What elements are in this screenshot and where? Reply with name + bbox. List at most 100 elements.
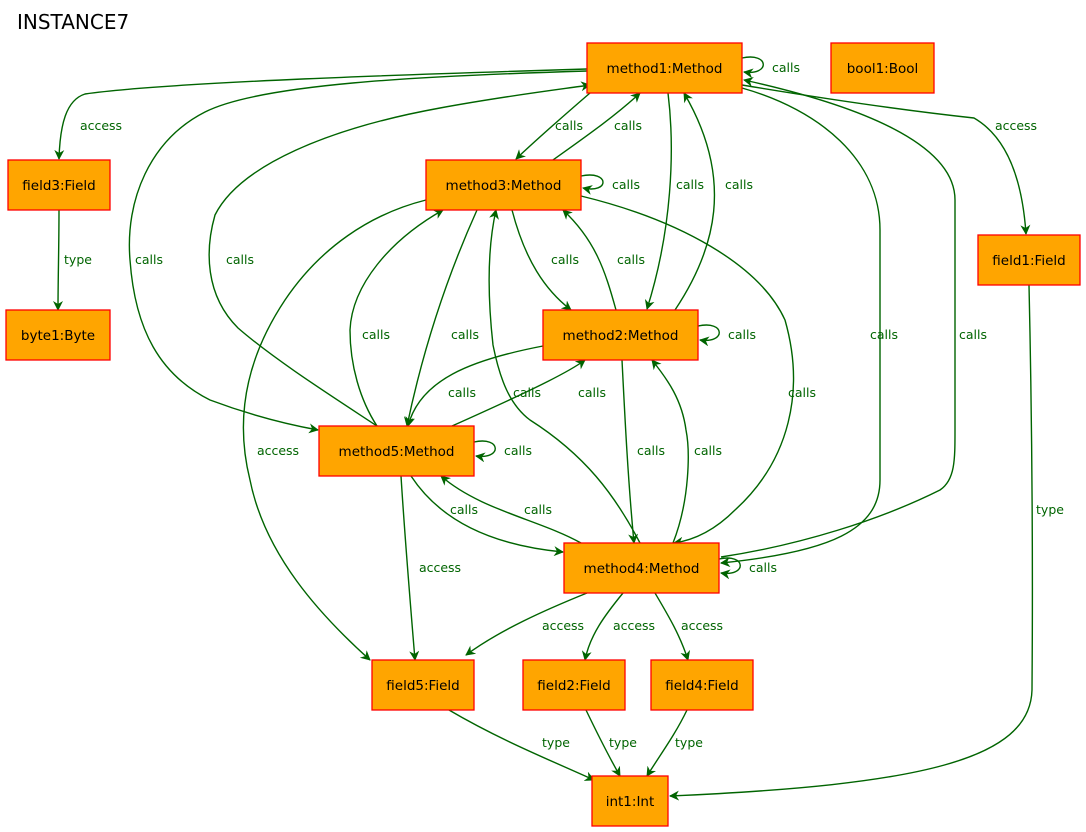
- node-box: [591, 775, 669, 827]
- node-field1[interactable]: field1:Field: [977, 234, 1081, 286]
- edge-line: [405, 345, 544, 427]
- node-label: method4:Method: [584, 561, 700, 577]
- node-label: int1:Int: [606, 794, 655, 810]
- edge-label: calls: [959, 327, 987, 342]
- edge-line: [646, 709, 688, 777]
- edge-label: calls: [694, 443, 722, 458]
- node-method1[interactable]: method1:Method: [586, 42, 743, 94]
- node-box: [563, 542, 720, 594]
- edge-line: [349, 209, 444, 427]
- edge-label: calls: [504, 443, 532, 458]
- edge-m1-f3: access: [54, 68, 588, 160]
- node-box: [650, 659, 754, 711]
- edge-m4-f4: access: [654, 592, 723, 661]
- node-box: [7, 159, 111, 211]
- edge-line: [585, 709, 621, 777]
- edge-m2-m2: calls: [697, 324, 756, 347]
- node-box: [542, 309, 699, 361]
- edge-label: calls: [578, 385, 606, 400]
- node-label: method2:Method: [563, 328, 679, 344]
- edge-m3-m1: calls: [552, 92, 642, 161]
- edge-m4-m5: calls: [440, 475, 582, 544]
- edge-label: calls: [612, 177, 640, 192]
- edge-m3-m5: calls: [403, 209, 479, 427]
- node-byte1[interactable]: byte1:Byte: [5, 309, 111, 361]
- edge-label: calls: [614, 118, 642, 133]
- node-box: [977, 234, 1081, 286]
- edge-line: [410, 475, 564, 557]
- node-label: field4:Field: [665, 678, 738, 694]
- edge-m1-m3: calls: [515, 92, 591, 160]
- node-method5[interactable]: method5:Method: [318, 425, 475, 477]
- edge-m4-m1: calls: [720, 77, 987, 558]
- node-field3[interactable]: field3:Field: [7, 159, 111, 211]
- node-field2[interactable]: field2:Field: [522, 659, 626, 711]
- edge-m2-m1: calls: [674, 92, 753, 311]
- edge-line: [451, 359, 586, 427]
- edge-m5-m3: calls: [349, 209, 444, 427]
- node-field5[interactable]: field5:Field: [371, 659, 475, 711]
- edge-m2-m4: calls: [621, 359, 665, 544]
- edge-label: type: [542, 735, 570, 750]
- edge-line: [741, 56, 764, 79]
- edge-line: [511, 209, 572, 311]
- edge-label: calls: [676, 177, 704, 192]
- node-method2[interactable]: method2:Method: [542, 309, 699, 361]
- node-method4[interactable]: method4:Method: [563, 542, 720, 594]
- edge-m4-f2: access: [581, 592, 655, 661]
- node-label: method3:Method: [446, 178, 562, 194]
- node-label: field3:Field: [22, 178, 95, 194]
- node-field4[interactable]: field4:Field: [650, 659, 754, 711]
- edge-line: [697, 324, 720, 347]
- node-box: [522, 659, 626, 711]
- node-label: field2:Field: [537, 678, 610, 694]
- edge-label: access: [613, 618, 655, 633]
- edge-line: [552, 92, 641, 161]
- edge-line: [515, 92, 591, 160]
- node-label: bool1:Bool: [847, 61, 919, 77]
- edge-line: [644, 92, 672, 310]
- edge-label: access: [80, 118, 122, 133]
- edge-m1-m5: calls: [128, 70, 588, 434]
- edge-line: [448, 709, 595, 781]
- edge-line: [581, 592, 624, 661]
- edge-m2-m5: calls: [405, 345, 544, 427]
- edge-line: [128, 70, 588, 434]
- edge-line: [718, 557, 741, 580]
- edge-label: calls: [450, 502, 478, 517]
- edge-label: calls: [551, 252, 579, 267]
- edge-m3-m2: calls: [511, 209, 579, 311]
- edge-label: calls: [788, 385, 816, 400]
- edge-line: [669, 284, 1034, 801]
- edge-line: [741, 84, 1031, 235]
- edge-m5-m1: calls: [208, 81, 591, 427]
- edge-line: [53, 209, 64, 311]
- edge-f3-b1: type: [53, 209, 92, 311]
- edge-m3-f5: access: [242, 199, 427, 661]
- diagram-title: INSTANCE7: [17, 10, 130, 34]
- node-label: field1:Field: [992, 253, 1065, 269]
- node-label: method1:Method: [607, 61, 723, 77]
- edge-label: type: [609, 735, 637, 750]
- edge-m5-f5: access: [400, 475, 461, 661]
- edge-line: [580, 195, 795, 547]
- edge-line: [242, 199, 427, 661]
- edge-line: [488, 209, 641, 544]
- node-int1[interactable]: int1:Int: [591, 775, 669, 827]
- node-box: [830, 42, 935, 94]
- edge-f4-i1: type: [646, 709, 703, 777]
- edge-label: access: [419, 560, 461, 575]
- edge-m1-m4: calls: [720, 87, 898, 568]
- edge-label: access: [681, 618, 723, 633]
- edge-label: calls: [728, 327, 756, 342]
- node-method3[interactable]: method3:Method: [425, 159, 582, 211]
- edge-m2-m3: calls: [562, 209, 645, 311]
- edge-label: calls: [749, 560, 777, 575]
- node-box: [586, 42, 743, 94]
- edge-line: [651, 359, 689, 544]
- edge-label: type: [1036, 502, 1064, 517]
- edge-label: calls: [725, 177, 753, 192]
- edge-m5-m4: calls: [410, 475, 564, 557]
- node-bool1[interactable]: bool1:Bool: [830, 42, 935, 94]
- edge-f2-i1: type: [585, 709, 637, 777]
